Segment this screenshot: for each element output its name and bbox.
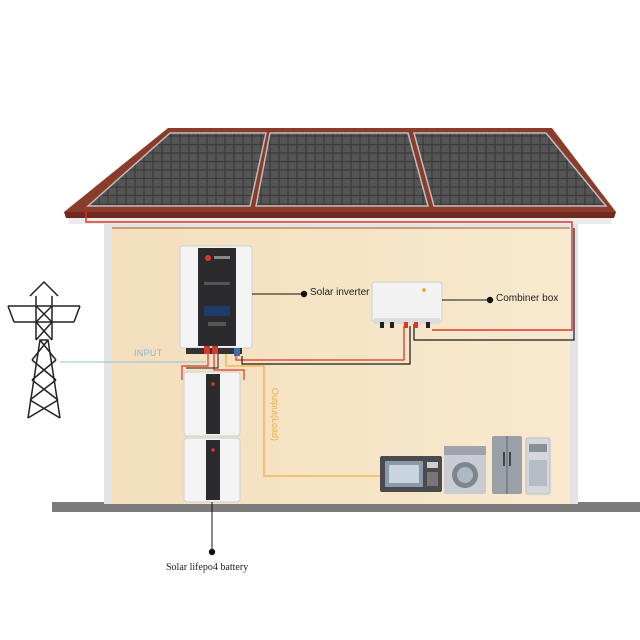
battery-label: Solar lifepo4 battery [166, 562, 249, 573]
input-label: INPUT [134, 348, 163, 358]
battery-dot [208, 548, 216, 556]
microwave-icon [380, 456, 442, 492]
output-load-label: Output(Load) [270, 388, 280, 442]
solar-panel-middle [255, 132, 429, 207]
pv-wire-black [241, 326, 411, 365]
combiner-box-dot [486, 296, 494, 304]
solar-inverter [179, 245, 253, 356]
solar-inverter-dot [300, 290, 308, 298]
pv-wire-red [235, 326, 405, 361]
solar-inverter-label: Solar inverter [310, 287, 370, 298]
combiner-box [371, 281, 443, 328]
combiner-box-label: Combiner box [496, 293, 559, 304]
panel-string-wire [85, 212, 573, 331]
refrigerator-icon [492, 436, 522, 494]
output-load-wire [225, 354, 380, 477]
battery-stack [183, 371, 241, 503]
washing-machine-icon [444, 446, 486, 494]
power-tower-icon [7, 280, 81, 419]
solar-panels [86, 132, 608, 207]
solar-panel-left [86, 132, 267, 207]
ground-line [52, 502, 640, 512]
solar-panel-right [413, 132, 608, 207]
air-conditioner-icon [525, 437, 551, 495]
